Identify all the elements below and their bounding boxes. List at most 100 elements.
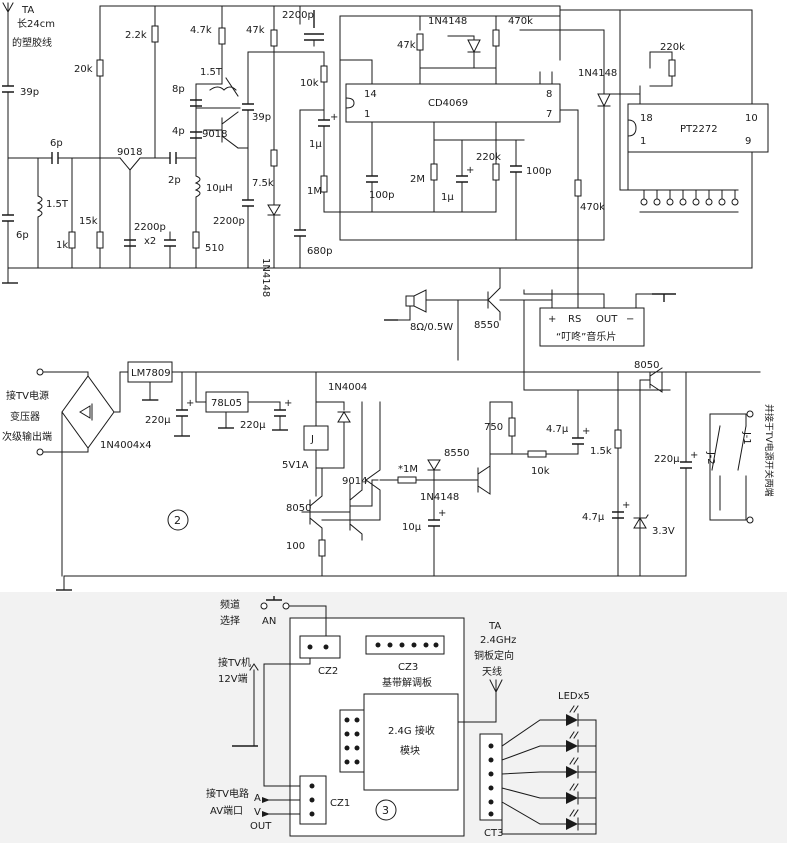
section3-badge — [375, 799, 397, 821]
transistor-8550-s2-label: 8550 — [444, 448, 469, 459]
cz3-pin — [433, 642, 439, 648]
channel-label-2: 选择 — [220, 614, 240, 627]
regulator-lm7809-label: LM7809 — [131, 368, 171, 379]
music-pin-plus: + — [548, 314, 556, 325]
resistor-750 — [508, 417, 516, 437]
header-pin — [344, 759, 350, 765]
address-pin-wires — [643, 189, 736, 200]
antenna3-label-3: 铜板定向 — [474, 649, 514, 662]
connector-cz2 — [299, 635, 341, 659]
resistor-1m-label: 1M — [307, 186, 322, 197]
section3-number: 3 — [382, 804, 389, 817]
relay-rating: 5V1A — [282, 460, 309, 471]
ic-cd4069-label: CD4069 — [428, 98, 468, 109]
transistor-9018a-label: 9018 — [117, 147, 142, 158]
header-pin — [354, 717, 360, 723]
bridge-rectifier — [61, 375, 115, 449]
resistor-1-5k — [614, 429, 622, 449]
cap-2p-label: 2p — [168, 175, 181, 186]
antenna-label: TA — [21, 5, 34, 16]
wire-music-down — [457, 299, 671, 391]
cap-1u-a — [318, 119, 330, 127]
connector-ct3 — [479, 733, 503, 821]
wire-music-pins — [523, 289, 663, 309]
wire-speaker-gnd — [387, 305, 411, 321]
pin-14: 14 — [364, 89, 377, 100]
av-label-2: AV端口 — [210, 804, 243, 817]
bridge-label: 1N4004x4 — [100, 440, 152, 451]
transistor-8550-top — [455, 267, 501, 321]
section2-power-relay: 接TV电源 变压器 次级输出端 1N4004x4 LM7809 + 220μ 7… — [2, 360, 775, 591]
ct3-pin — [488, 771, 494, 777]
resistor-1k-label: 1k — [56, 240, 68, 251]
power-label-2: 12V端 — [218, 672, 248, 685]
ct3-pin — [488, 811, 494, 817]
power-label-1: 接TV机 — [218, 656, 251, 669]
section2-number: 2 — [174, 514, 181, 527]
resistor-47k-b — [270, 29, 278, 47]
resistor-220k — [492, 163, 500, 181]
led-icon — [566, 818, 578, 830]
antenna-type: 的塑胶线 — [12, 36, 52, 49]
address-pin — [718, 198, 726, 206]
transistor-9014-label: 9014 — [342, 476, 367, 487]
module-label-1: 2.4G 接收 — [388, 724, 435, 737]
cap-4p-label: 4p — [172, 126, 185, 137]
cap-4-7u-a-label: 4.7μ — [546, 424, 569, 435]
regulator-78l05-label: 78L05 — [211, 398, 242, 409]
resistor-100-label: 100 — [286, 541, 305, 552]
resistor-20k-label: 20k — [74, 64, 93, 75]
cap-39p-mid-label: 39p — [252, 112, 271, 123]
zener-3-3v — [633, 514, 649, 529]
antenna-ta-icon — [2, 2, 14, 14]
cap-2200p-mid-label: 2200p — [213, 216, 245, 227]
connector-cz3-label: CZ3 — [398, 662, 418, 673]
wire-47k-c-down — [419, 49, 497, 85]
an-label: AN — [262, 616, 276, 627]
resistor-20k — [96, 59, 104, 77]
coil-1-5t-mid-label: 1.5T — [200, 67, 223, 78]
header-pin — [344, 717, 350, 723]
diode-1n4148-top-label: 1N4148 — [428, 16, 467, 27]
cap-39p-left-label: 39p — [20, 87, 39, 98]
cz1-pin — [309, 783, 315, 789]
cap-8p — [190, 99, 202, 107]
led-light-rays — [569, 705, 579, 817]
resistor-7-5k-label: 7.5k — [252, 178, 274, 189]
connector-ct3-label: CT3 — [484, 828, 503, 839]
led-wires — [501, 719, 567, 825]
cap-2p — [169, 152, 177, 164]
wire-1m-down — [323, 191, 373, 213]
supply-rail-right — [559, 9, 753, 269]
cap-4-7u-a — [572, 437, 584, 445]
connector-cz2-label: CZ2 — [318, 666, 338, 677]
cap-2200p-mid — [242, 199, 254, 207]
resistor-47k-b-label: 47k — [246, 25, 265, 36]
av-arrow-icon — [262, 797, 270, 803]
channel-button-cap[interactable] — [266, 596, 282, 601]
ct3-pin — [488, 757, 494, 763]
pin-18: 18 — [640, 113, 653, 124]
wire-7805-in — [195, 371, 207, 403]
transistor-9014-body — [321, 401, 381, 521]
wire-47k-a-down — [195, 43, 223, 141]
coil-10uh-label: 10μH — [206, 183, 233, 194]
antenna-length: 长24cm — [17, 18, 55, 30]
ic-pt2272-label: PT2272 — [680, 124, 718, 135]
transistor-8050b — [639, 367, 663, 393]
resistor-220k-pt — [668, 59, 676, 77]
cap-6p-top-label: 6p — [50, 138, 63, 149]
coil-1-5t-left-label: 1.5T — [46, 199, 69, 210]
coil-1-5t-left — [36, 157, 43, 269]
relay-label: J — [310, 434, 314, 445]
led-icon — [566, 714, 578, 726]
transistor-8050a-label: 8050 — [286, 503, 311, 514]
address-pin — [653, 198, 661, 206]
led-common — [501, 719, 597, 835]
wire-4069-top — [339, 15, 561, 61]
cap-1u-b — [456, 175, 468, 183]
cap-6p-bottom — [2, 214, 14, 222]
transistor-8550-top-label: 8550 — [474, 320, 499, 331]
input-terminal-bottom — [36, 448, 44, 456]
